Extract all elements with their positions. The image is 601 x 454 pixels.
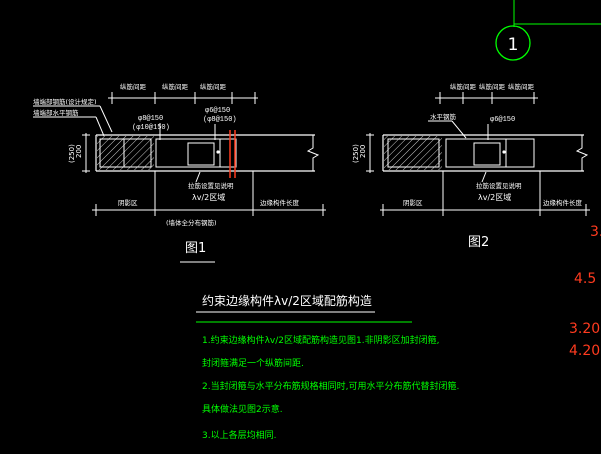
fig1-bottom-left: 阴影区 [118, 198, 138, 207]
notes-title: 约束边缘构件λv/2区域配筋构造 [202, 293, 372, 308]
fig1-bottom-under: (墙体全分布钢筋) [166, 218, 217, 227]
side-value-2: 4.5 [574, 271, 596, 287]
fig1-inner-note: 拉筋设置见说明 [188, 181, 234, 190]
side-value-1: 3. [590, 224, 601, 240]
side-value-4: 4.20 [569, 343, 600, 359]
fig1-height: (250) [68, 144, 76, 163]
notes-block: 约束边缘构件λv/2区域配筋构造 1.约束边缘构件λv/2区域配筋构造见图1.非… [196, 293, 459, 441]
fig2-shadow-zone [384, 136, 442, 170]
fig2-stirrup: φ6@150 [490, 116, 515, 124]
notes-line-5: 3.以上各层均相同. [202, 429, 276, 441]
notes-line-4: 具体做法见图2示意. [202, 403, 283, 415]
fig2-height-2: 200 [359, 145, 367, 158]
fig2-caption: 图2 [468, 235, 489, 250]
notes-line-1: 1.约束边缘构件λv/2区域配筋构造见图1.非阴影区加封闭箍, [202, 334, 439, 346]
axis-bubble [495, 25, 531, 61]
axis-marker: 1 [495, 0, 601, 61]
fig1-lambda-label: λv/2区域 [192, 192, 225, 202]
fig2-top-dim-1: 纵筋间距 [450, 82, 477, 91]
fig1-top-dim-1: 纵筋间距 [120, 82, 147, 91]
fig2-bottom-left: 阴影区 [403, 198, 423, 207]
fig1-stirrup-a: φ8@150 [138, 115, 163, 123]
figure-2: 纵筋间距 纵筋间距 纵筋间距 水平钢筋 φ6@150 (250) 200 拉筋设… [352, 82, 590, 250]
side-values: 3. 4.5 3.20 4.20 [569, 224, 601, 359]
fig1-shadow-zone [97, 136, 154, 170]
fig2-lambda-label: λv/2区域 [478, 192, 511, 202]
fig1-top-dim-3: 纵筋间距 [200, 82, 227, 91]
fig1-height-2: 200 [75, 145, 83, 158]
fig1-top-dim-2: 纵筋间距 [162, 82, 189, 91]
figure-1: 纵筋间距 纵筋间距 纵筋间距 墙端部钢筋(设计规定) 墙端部水平钢筋 φ8@15… [33, 82, 326, 263]
axis-bubble-label: 1 [508, 35, 519, 55]
fig1-bottom-right: 边缘构件长度 [260, 198, 300, 207]
fig2-height: (250) [352, 144, 360, 163]
fig2-inner-note: 拉筋设置见说明 [476, 181, 522, 190]
fig1-stirrup-b-alt: (φ8@150) [203, 116, 237, 124]
fig1-left-note-1: 墙端部钢筋(设计规定) [33, 97, 97, 106]
notes-line-3: 2.当封闭箍与水平分布筋规格相同时,可用水平分布筋代替封闭箍. [202, 380, 459, 392]
fig1-stirrup-a-alt: (φ10@150) [132, 124, 170, 132]
fig2-top-dim-3: 纵筋间距 [508, 82, 535, 91]
side-value-3: 3.20 [569, 321, 600, 337]
notes-line-2: 封闭箍满足一个纵筋间距. [202, 357, 304, 369]
fig1-caption: 图1 [185, 241, 206, 256]
fig2-bottom-right: 边缘构件长度 [543, 198, 583, 207]
fig1-stirrup-b: φ6@150 [205, 107, 230, 115]
fig2-left-note: 水平钢筋 [430, 112, 457, 121]
fig1-left-note-2: 墙端部水平钢筋 [33, 108, 79, 117]
fig2-top-dim-2: 纵筋间距 [479, 82, 506, 91]
